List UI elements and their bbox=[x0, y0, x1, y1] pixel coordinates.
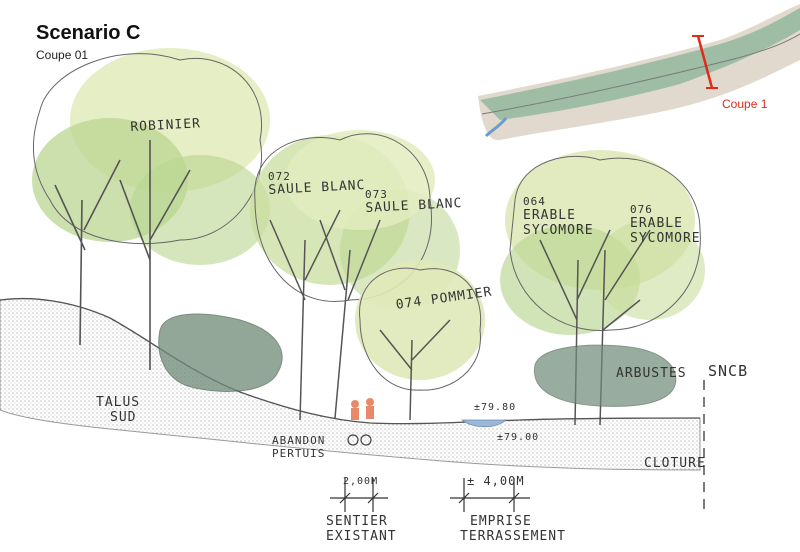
label-abandon-pertuis: ABANDON PERTUIS bbox=[272, 434, 326, 460]
label-sncb: SNCB bbox=[708, 362, 749, 380]
shrub-mass-left bbox=[158, 313, 283, 392]
label-saule-blanc-2: 073 SAULE BLANC bbox=[365, 188, 463, 216]
dim-sentier-label: SENTIER EXISTANT bbox=[326, 514, 397, 544]
tree-pommier bbox=[355, 260, 485, 421]
dim-emprise-label: EMPRISE TERRASSEMENT bbox=[460, 514, 566, 544]
label-erable-1: 064 ERABLE SYCOMORE bbox=[523, 195, 594, 238]
dim-emprise-width: ± 4,00M bbox=[467, 474, 525, 488]
dimension-sentier bbox=[330, 478, 388, 512]
water-channel bbox=[460, 419, 508, 428]
tree-erable-sycomore bbox=[500, 150, 705, 426]
label-cloture: CLOTURE bbox=[644, 456, 706, 471]
label-saule-blanc-1: 072 SAULE BLANC bbox=[268, 170, 366, 198]
dim-sentier-width: 2,00M bbox=[343, 476, 379, 487]
shrub-mass-arbustes bbox=[534, 344, 677, 407]
people-figures bbox=[351, 398, 374, 420]
level-lower: ±79.00 bbox=[497, 432, 540, 443]
tree-robinier bbox=[32, 48, 270, 370]
coupe-marker bbox=[696, 35, 714, 89]
minimap-coupe-label: Coupe 1 bbox=[722, 97, 768, 111]
location-minimap bbox=[478, 4, 800, 141]
level-upper: ±79.80 bbox=[474, 402, 517, 413]
label-talus-sud: TALUS SUD bbox=[96, 395, 141, 425]
label-erable-2: 076 ERABLE SYCOMORE bbox=[630, 203, 701, 246]
page-title: Scenario C bbox=[36, 22, 141, 44]
label-arbustes: ARBUSTES bbox=[616, 366, 687, 381]
dimension-emprise bbox=[450, 478, 530, 512]
page-subtitle: Coupe 01 bbox=[36, 48, 89, 62]
